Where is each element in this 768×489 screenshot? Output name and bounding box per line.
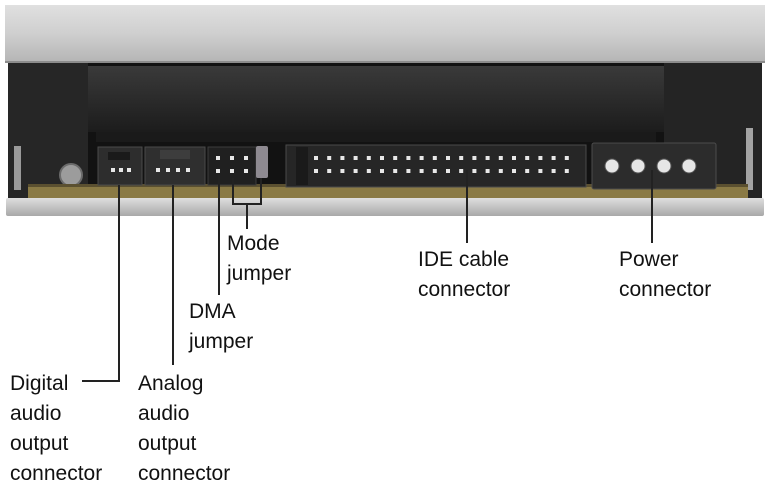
ide-pin: [393, 169, 398, 173]
leader-lines: [82, 170, 653, 382]
ide-pin: [380, 169, 384, 173]
upper-block-base: [96, 132, 656, 142]
label-line: connector: [10, 462, 103, 485]
analog-audio-label: Analog audio output connector: [138, 369, 230, 489]
label-line: IDE cable: [418, 248, 510, 271]
jumper-shunt: [256, 146, 268, 178]
left-bracket: [14, 146, 21, 190]
ide-connector-label: IDE cable connector: [418, 245, 510, 305]
ide-pin: [498, 156, 503, 160]
right-bracket: [746, 128, 753, 190]
ide-pin: [327, 156, 332, 160]
ide-pin: [485, 156, 490, 160]
ide-pin: [538, 169, 543, 173]
ide-pin: [366, 156, 371, 160]
ide-pin: [340, 169, 345, 173]
ide-pin: [564, 169, 569, 173]
ide-pin: [551, 156, 556, 160]
top-metal-cover: [5, 5, 765, 62]
ide-pin: [551, 169, 556, 173]
analog-audio-connector: [144, 146, 206, 186]
ide-pin: [419, 169, 424, 173]
ide-pin: [472, 156, 477, 160]
ide-pin: [446, 156, 450, 160]
pcb-strip: [28, 186, 748, 198]
label-line: audio: [10, 402, 62, 425]
ide-pin: [353, 156, 358, 160]
ide-pin: [459, 156, 464, 160]
ide-connector-notch: [296, 147, 308, 185]
label-line: connector: [418, 278, 511, 301]
ide-pin: [406, 169, 411, 173]
dma-jumper-label: DMA jumper: [189, 297, 253, 357]
mounting-screw: [59, 163, 83, 187]
digital-audio-latch: [108, 152, 130, 160]
ide-pin: [472, 169, 477, 173]
ide-pin: [314, 156, 318, 160]
ide-pin: [314, 169, 318, 173]
ide-pin: [340, 156, 345, 160]
ide-pin: [538, 156, 543, 160]
ide-pin: [459, 169, 464, 173]
analog-audio-latch: [160, 150, 190, 159]
ide-pin: [512, 156, 516, 160]
power-connector-body: [591, 142, 717, 190]
ide-pin: [446, 169, 450, 173]
label-line: Digital: [10, 372, 69, 395]
ide-pin: [525, 156, 530, 160]
digital-audio-pins: [111, 168, 131, 172]
upper-block: [88, 66, 664, 132]
ide-pin: [498, 169, 503, 173]
ide-pin: [327, 169, 332, 173]
ide-pin: [525, 169, 530, 173]
ide-pin: [393, 156, 398, 160]
label-line: Analog: [138, 372, 204, 395]
label-line: jumper: [189, 330, 254, 353]
ide-pin: [353, 169, 358, 173]
bottom-metal-lip: [6, 198, 764, 216]
ide-pin: [380, 156, 384, 160]
ide-pin: [419, 156, 424, 160]
mode-jumper-label: Mode jumper: [227, 229, 291, 289]
label-line: output: [10, 432, 69, 455]
label-line: DMA: [189, 300, 236, 323]
jumper-pins: [216, 156, 248, 173]
label-line: output: [138, 432, 197, 455]
ide-pin: [485, 169, 490, 173]
ide-pins: [314, 156, 569, 173]
analog-audio-pins: [156, 168, 190, 172]
ide-pin: [406, 156, 411, 160]
label-line: connector: [619, 278, 712, 301]
power-pins: [604, 158, 697, 174]
power-connector-label: Power connector: [619, 245, 711, 305]
ide-pin: [512, 169, 516, 173]
label-line: Mode: [227, 232, 280, 255]
ide-connector-body: [285, 144, 587, 188]
ide-pin: [432, 169, 437, 173]
label-line: jumper: [227, 262, 292, 285]
ide-pin: [564, 156, 569, 160]
leader-digital-audio: [82, 185, 120, 382]
label-line: audio: [138, 402, 190, 425]
digital-audio-label: Digital audio output connector: [10, 369, 102, 489]
label-line: Power: [619, 248, 679, 271]
ide-pin: [366, 169, 371, 173]
label-line: connector: [138, 462, 231, 485]
ide-pin: [432, 156, 437, 160]
